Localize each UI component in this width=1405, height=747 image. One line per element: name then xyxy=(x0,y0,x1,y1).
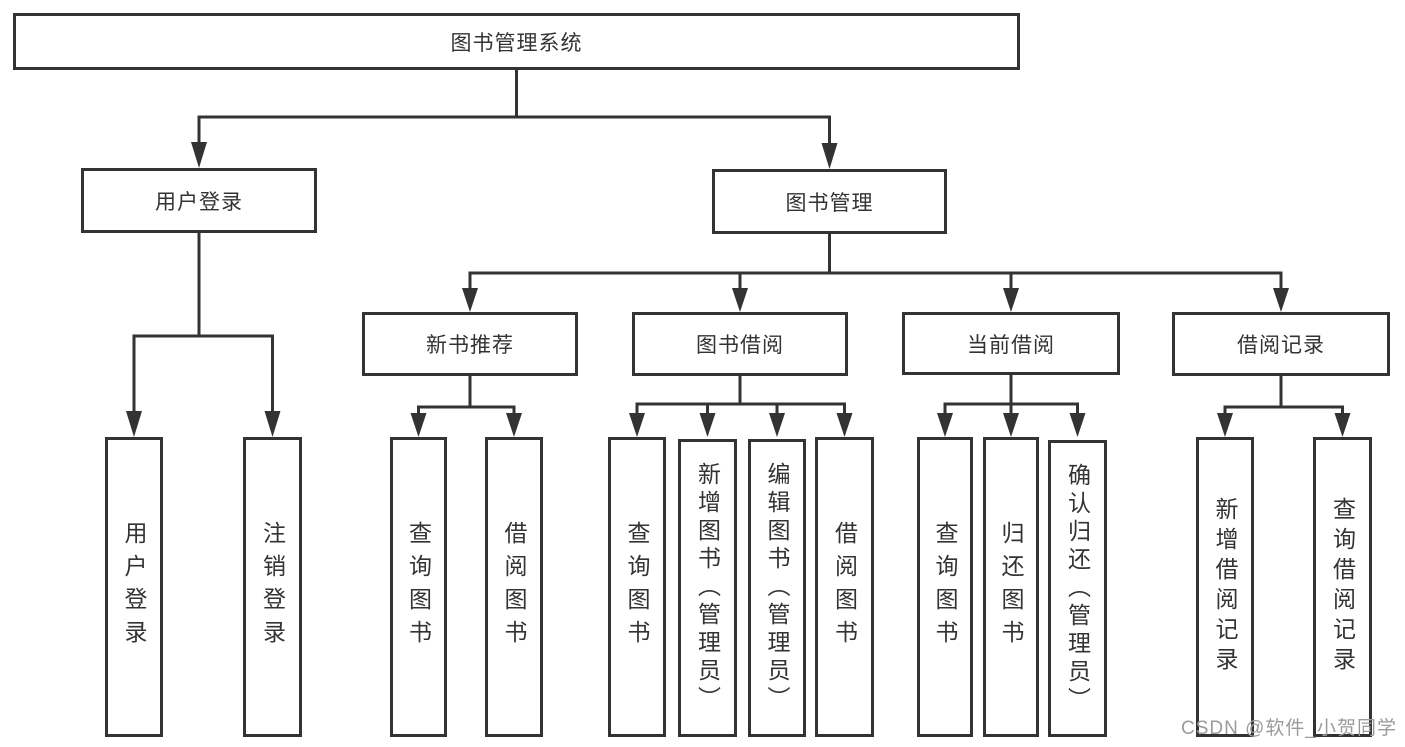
leaf-borrow-books-label: 借阅图书 xyxy=(831,521,858,653)
leaf-add-books-admin-label: 新增图书（管理员） xyxy=(694,462,721,714)
leaf-query-books-recommend: 查询图书 xyxy=(390,437,447,737)
node-book-borrowing: 图书借阅 xyxy=(632,312,848,376)
watermark: CSDN @软件_小贺同学 xyxy=(1181,718,1397,739)
arrowheads xyxy=(126,142,1351,437)
leaf-borrow-books-recommend: 借阅图书 xyxy=(485,437,543,737)
leaf-confirm-return-admin: 确认归还（管理员） xyxy=(1048,440,1107,737)
leaf-confirm-return-admin-label: 确认归还（管理员） xyxy=(1064,462,1091,715)
node-user-login: 用户登录 xyxy=(81,168,317,233)
leaf-logout-login: 注销登录 xyxy=(243,437,302,737)
leaf-add-books-admin: 新增图书（管理员） xyxy=(678,439,737,737)
leaf-return-books-label: 归还图书 xyxy=(998,521,1024,653)
leaf-query-borrow-record: 查询借阅记录 xyxy=(1313,437,1372,737)
leaf-logout-login-label: 注销登录 xyxy=(259,521,286,653)
node-library-management-system: 图书管理系统 xyxy=(13,13,1020,70)
node-current-borrowing-label: 当前借阅 xyxy=(967,333,1055,357)
node-user-login-label: 用户登录 xyxy=(155,190,243,214)
node-current-borrowing: 当前借阅 xyxy=(902,312,1120,375)
node-new-book-recommendation-label: 新书推荐 xyxy=(426,334,514,357)
leaf-query-books-borrow-label: 查询图书 xyxy=(624,521,650,653)
leaf-add-borrow-record: 新增借阅记录 xyxy=(1196,437,1254,737)
leaf-query-books-borrow: 查询图书 xyxy=(608,437,666,737)
leaf-edit-books-admin: 编辑图书（管理员） xyxy=(748,439,806,737)
leaf-edit-books-admin-label: 编辑图书（管理员） xyxy=(764,462,790,714)
leaf-return-books: 归还图书 xyxy=(983,437,1039,737)
node-borrowing-records: 借阅记录 xyxy=(1172,312,1390,376)
leaf-query-borrow-record-label: 查询借阅记录 xyxy=(1329,497,1356,677)
node-book-borrowing-label: 图书借阅 xyxy=(696,334,784,357)
leaf-user-login-label: 用户登录 xyxy=(121,521,147,653)
leaf-query-books-current-label: 查询图书 xyxy=(932,521,958,653)
leaf-query-books-recommend-label: 查询图书 xyxy=(405,521,432,653)
leaf-borrow-books: 借阅图书 xyxy=(815,437,874,737)
node-book-management: 图书管理 xyxy=(712,169,947,234)
node-book-management-label: 图书管理 xyxy=(785,191,874,215)
leaf-borrow-books-recommend-label: 借阅图书 xyxy=(501,521,527,653)
node-borrowing-records-label: 借阅记录 xyxy=(1237,334,1325,357)
node-library-management-system-label: 图书管理系统 xyxy=(450,31,583,55)
leaf-user-login: 用户登录 xyxy=(105,437,163,737)
leaf-add-borrow-record-label: 新增借阅记录 xyxy=(1212,497,1238,677)
leaf-query-books-current: 查询图书 xyxy=(917,437,973,737)
node-new-book-recommendation: 新书推荐 xyxy=(362,312,578,376)
